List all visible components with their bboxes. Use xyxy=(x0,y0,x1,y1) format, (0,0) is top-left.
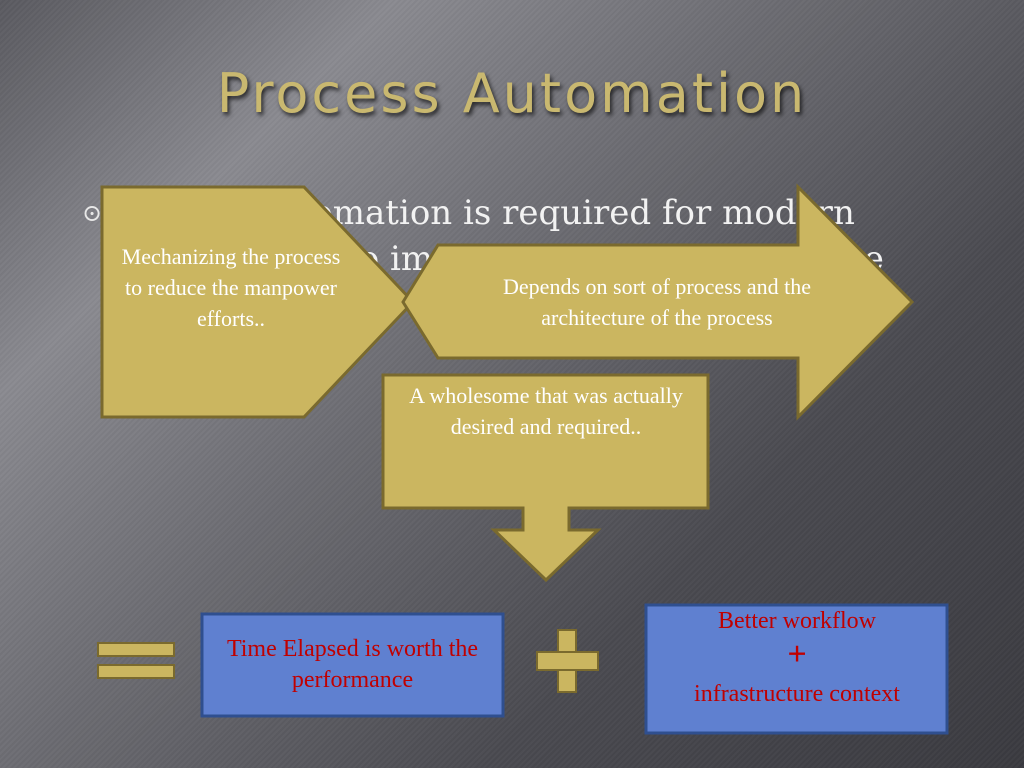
right-box-line2: infrastructure context xyxy=(694,681,900,707)
pentagon-text: Mechanizing the process to reduce the ma… xyxy=(121,244,341,331)
right-box-plus: + xyxy=(787,636,807,673)
slide-title: Process Automation xyxy=(216,62,808,125)
plus-symbol xyxy=(536,629,599,693)
right-arrow-shape[interactable] xyxy=(401,183,915,421)
down-arrow-text: A wholesome that was actually desired an… xyxy=(409,383,683,439)
right-arrow-text: Depends on sort of process and the archi… xyxy=(503,274,811,330)
down-arrow-callout-shape[interactable] xyxy=(381,373,710,583)
left-box-text: Time Elapsed is worth the performance xyxy=(226,636,479,693)
bullet-icon: ⊙ xyxy=(82,199,103,227)
right-box-line1: Better workflow xyxy=(718,608,876,634)
right-blue-box[interactable] xyxy=(644,603,949,735)
right-box-text: Better workflow + infrastructure context xyxy=(652,606,942,710)
equals-symbol xyxy=(97,642,175,679)
pentagon-shape[interactable] xyxy=(100,185,416,419)
left-blue-box[interactable] xyxy=(200,612,505,718)
